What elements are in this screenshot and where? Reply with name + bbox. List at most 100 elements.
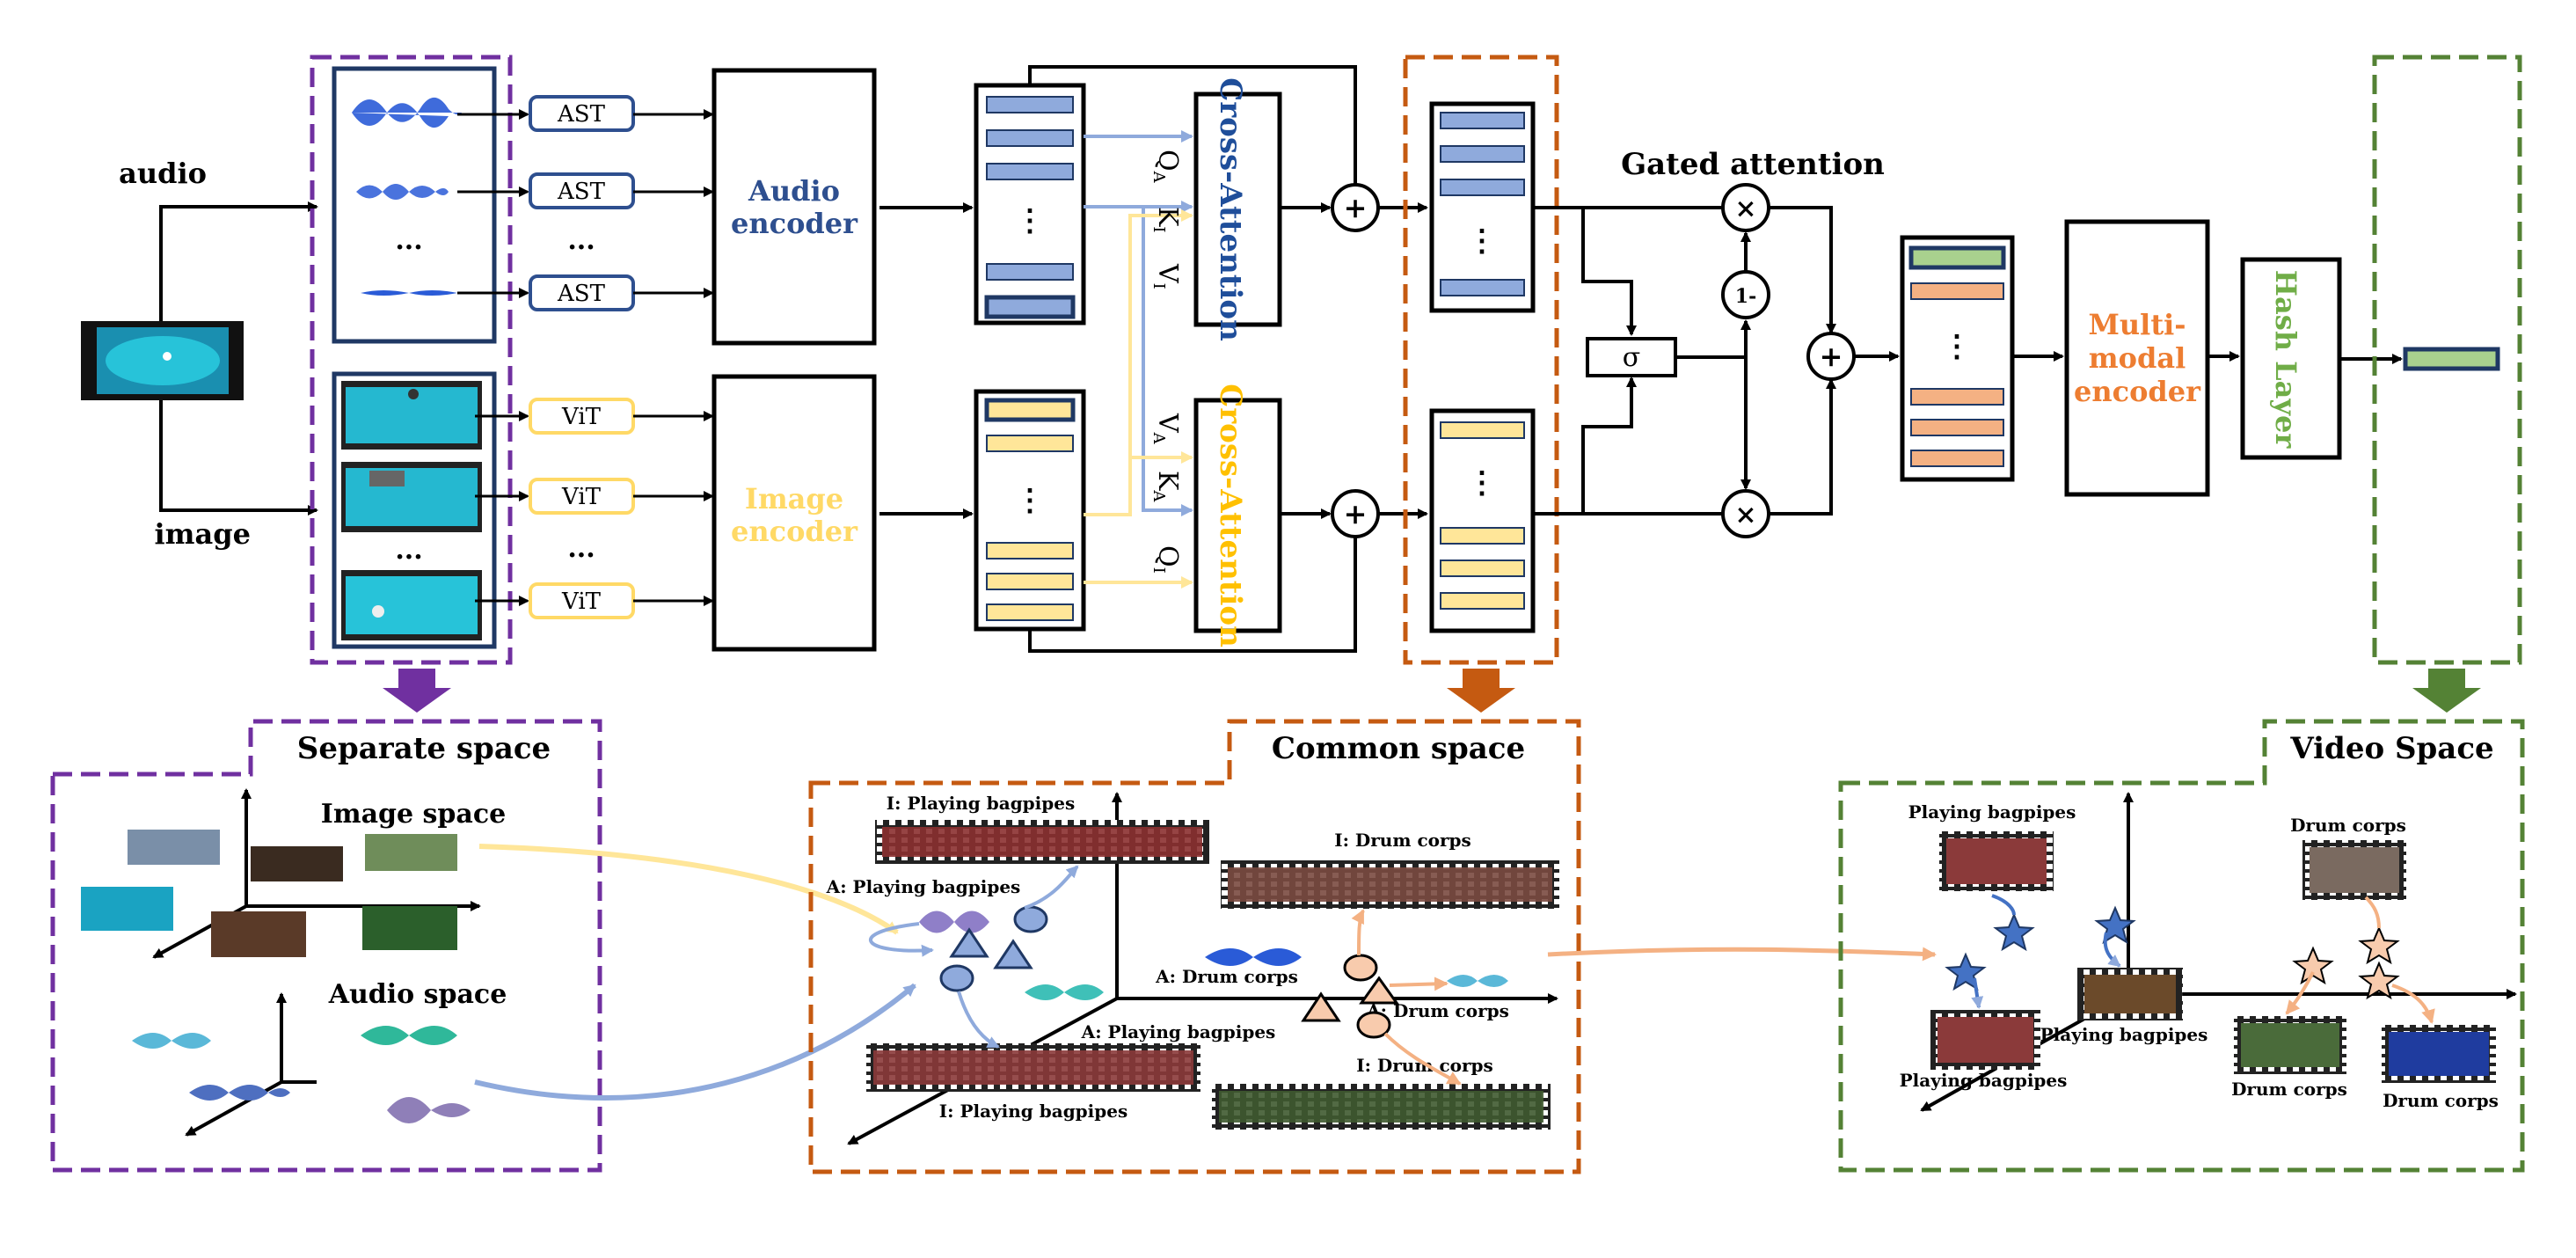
circle-icon [1343, 954, 1378, 982]
audio-clips-ellipsis: ... [395, 225, 422, 256]
svg-text:encoder: encoder [731, 515, 858, 548]
a-drum-mid-label: A: Drum corps [1155, 966, 1298, 987]
ka-label: KA [1149, 471, 1183, 502]
svg-text:⋮: ⋮ [1015, 203, 1045, 238]
image-residual-path [1028, 526, 1361, 653]
image-branch-arrow [159, 400, 318, 516]
image-feature-stack: ⋮ [974, 389, 1086, 632]
video-space-panel [1838, 719, 2525, 1173]
star-icon [2094, 905, 2136, 945]
svg-text:Image: Image [745, 482, 843, 516]
star-icon [1993, 912, 2035, 952]
audio-residual-path [1028, 65, 1361, 200]
common-pull-arrow [869, 922, 934, 957]
video-down-arrow [2412, 669, 2481, 713]
star-icon [2358, 961, 2400, 1000]
input-stack-dashed-box [310, 55, 513, 665]
svg-text:+: + [1820, 340, 1843, 373]
vit-token-1: ViT [475, 398, 714, 435]
common-space-panel [808, 719, 1581, 1174]
i-bagpipes-bottom-label: I: Playing bagpipes [939, 1101, 1127, 1122]
waveform-icon [132, 1026, 471, 1123]
image-frame-3 [341, 570, 482, 640]
svg-text:×: × [1734, 194, 1756, 224]
video-space-title: Video Space [2289, 731, 2493, 766]
video-pull-arrow [2285, 971, 2315, 1015]
svg-text:ViT: ViT [561, 404, 602, 430]
ast-ellipsis: ... [567, 225, 595, 256]
cross-attention-audio-block: Cross-Attention [1193, 77, 1282, 341]
vi-label: VI [1149, 263, 1183, 289]
svg-text:AST: AST [557, 281, 606, 307]
triangle-icon [1301, 991, 1341, 1022]
svg-text:encoder: encoder [731, 207, 858, 240]
svg-text:σ: σ [1623, 342, 1640, 373]
common-stack-dashed-box [1403, 55, 1559, 665]
gated-attention-title: Gated attention [1621, 147, 1885, 182]
star-icon [2292, 946, 2334, 985]
vit-token-2: ViT [475, 478, 714, 515]
common-pull-arrow [1024, 865, 1079, 910]
common-space-title: Common space [1272, 731, 1525, 766]
svg-text:modal: modal [2089, 341, 2186, 375]
image-to-audio-kv-path [1084, 209, 1193, 516]
image-mult-to-sum [1769, 378, 1836, 516]
a-bagpipes-bottom-label: A: Playing bagpipes [1081, 1021, 1276, 1042]
fused-feature-stack: ⋮ [1900, 235, 2015, 482]
image-space-thumbnails [81, 830, 457, 957]
audio-branch-arrow [159, 201, 318, 321]
a-bagpipes-top-label: A: Playing bagpipes [826, 876, 1021, 897]
common-pull-arrow [1351, 909, 1365, 956]
image-space-mapping-arrow [478, 844, 899, 935]
star-icon [1945, 952, 1987, 991]
star-icon [2358, 925, 2400, 965]
multimodal-encoder-block: Multi- modal encoder [2064, 219, 2210, 497]
svg-text:+: + [1344, 497, 1368, 530]
svg-text:KA: KA [1149, 471, 1183, 502]
gated-sum-node: + [1806, 332, 1856, 381]
i-bagpipes-top-label: I: Playing bagpipes [887, 793, 1075, 814]
svg-text:VI: VI [1149, 263, 1183, 289]
waveform-icon [919, 911, 989, 933]
video-drum-bottom-right-label: Drum corps [2383, 1090, 2499, 1111]
waveform-icon [361, 290, 457, 296]
svg-text:AST: AST [557, 101, 606, 128]
audio-common-stack: ⋮ [1429, 101, 1536, 313]
svg-text:Multi-: Multi- [2088, 308, 2186, 341]
sigma-input-audio [1581, 208, 1637, 336]
triangle-icon [993, 939, 1033, 969]
vit-token-3: ViT [475, 582, 714, 619]
audio-space-label: Audio space [328, 979, 507, 1010]
audio-encoder-block: Audio encoder [712, 68, 877, 346]
svg-text:QI: QI [1149, 545, 1183, 574]
image-frames-frame [332, 371, 497, 649]
svg-text:⋮: ⋮ [1015, 483, 1045, 518]
vit-ellipsis: ... [567, 533, 595, 564]
sigma-gate-node: σ [1586, 337, 1677, 377]
svg-text:Audio: Audio [748, 174, 840, 208]
input-video-thumbnail [81, 321, 244, 400]
svg-text:ViT: ViT [561, 484, 602, 510]
waveform-icon [352, 97, 462, 128]
triangle-icon [1359, 976, 1399, 1005]
waveform-icon [1447, 975, 1508, 987]
audio-branch-label: audio [119, 157, 207, 190]
triangle-icon [949, 927, 989, 958]
svg-text:1-: 1- [1735, 285, 1756, 308]
svg-text:encoder: encoder [2074, 375, 2201, 408]
qi-label: QI [1149, 545, 1183, 574]
video-drum-bottom-left-label: Drum corps [2231, 1079, 2347, 1100]
audio-residual-add-node: + [1331, 183, 1380, 232]
separate-down-arrow [383, 669, 451, 713]
svg-text:QA: QA [1149, 150, 1183, 184]
circle-icon [939, 964, 974, 992]
svg-text:Hash Layer: Hash Layer [2269, 270, 2302, 450]
svg-text:KI: KI [1149, 207, 1183, 233]
common-pull-arrow [1389, 976, 1449, 991]
ki-label: KI [1149, 207, 1183, 233]
image-multiply-node: × [1721, 489, 1770, 538]
common-pull-arrow [957, 991, 1000, 1049]
svg-text:Cross-Attention: Cross-Attention [1213, 77, 1248, 341]
svg-text:AST: AST [557, 179, 606, 205]
one-minus-node: 1- [1721, 270, 1770, 319]
